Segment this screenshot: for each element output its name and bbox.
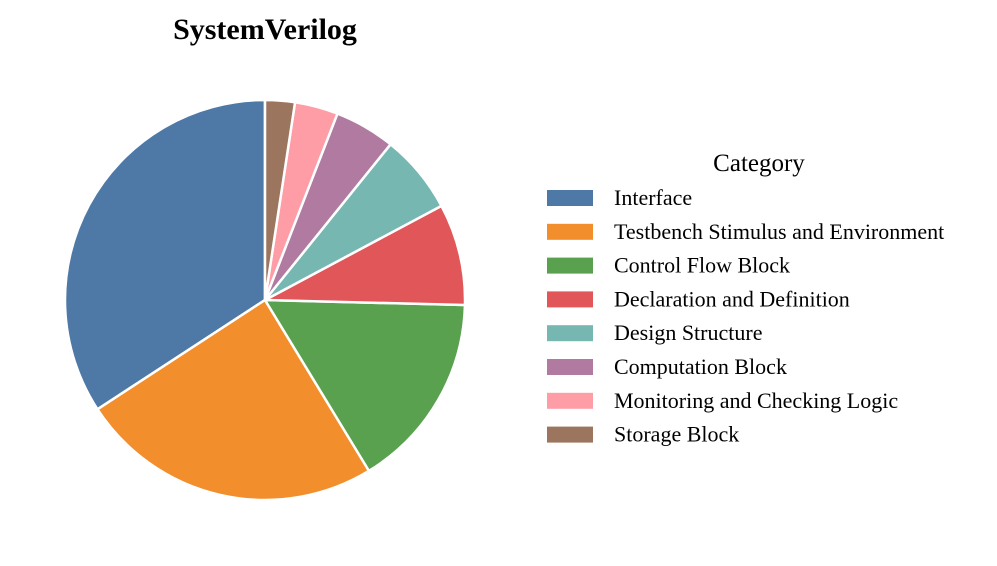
legend-label-storage-block: Storage Block bbox=[614, 422, 739, 447]
legend-title: Category bbox=[713, 150, 805, 177]
legend-swatch-monitoring-and-checking-logic bbox=[547, 392, 593, 409]
legend-label-control-flow-block: Control Flow Block bbox=[614, 253, 790, 278]
pie-slices bbox=[63, 98, 467, 502]
legend-label-interface: Interface bbox=[614, 185, 692, 210]
legend-swatch-computation-block bbox=[547, 359, 593, 375]
legend-label-declaration-and-definition: Declaration and Definition bbox=[614, 286, 850, 311]
legend-swatch-testbench-stimulus-and-environment bbox=[547, 223, 593, 240]
pie-slice-storage-block bbox=[263, 98, 297, 302]
legend-swatch-design-structure bbox=[547, 325, 593, 342]
legend-label-monitoring-and-checking-logic: Monitoring and Checking Logic bbox=[614, 388, 898, 413]
legend-swatch-control-flow-block bbox=[547, 257, 593, 274]
legend-label-computation-block: Computation Block bbox=[614, 354, 787, 379]
legend-label-design-structure: Design Structure bbox=[614, 320, 762, 345]
legend-swatch-declaration-and-definition bbox=[547, 291, 593, 308]
pie-slice-testbench-stimulus-and-environment bbox=[96, 298, 371, 502]
legend-swatch-storage-block bbox=[547, 426, 593, 443]
legend-label-testbench-stimulus-and-environment: Testbench Stimulus and Environment bbox=[614, 219, 944, 244]
pie-slice-control-flow-block bbox=[263, 298, 467, 473]
pie-slice-declaration-and-definition bbox=[263, 204, 467, 307]
chart-title: SystemVerilog bbox=[173, 13, 357, 46]
legend-swatch-interface bbox=[547, 190, 593, 206]
